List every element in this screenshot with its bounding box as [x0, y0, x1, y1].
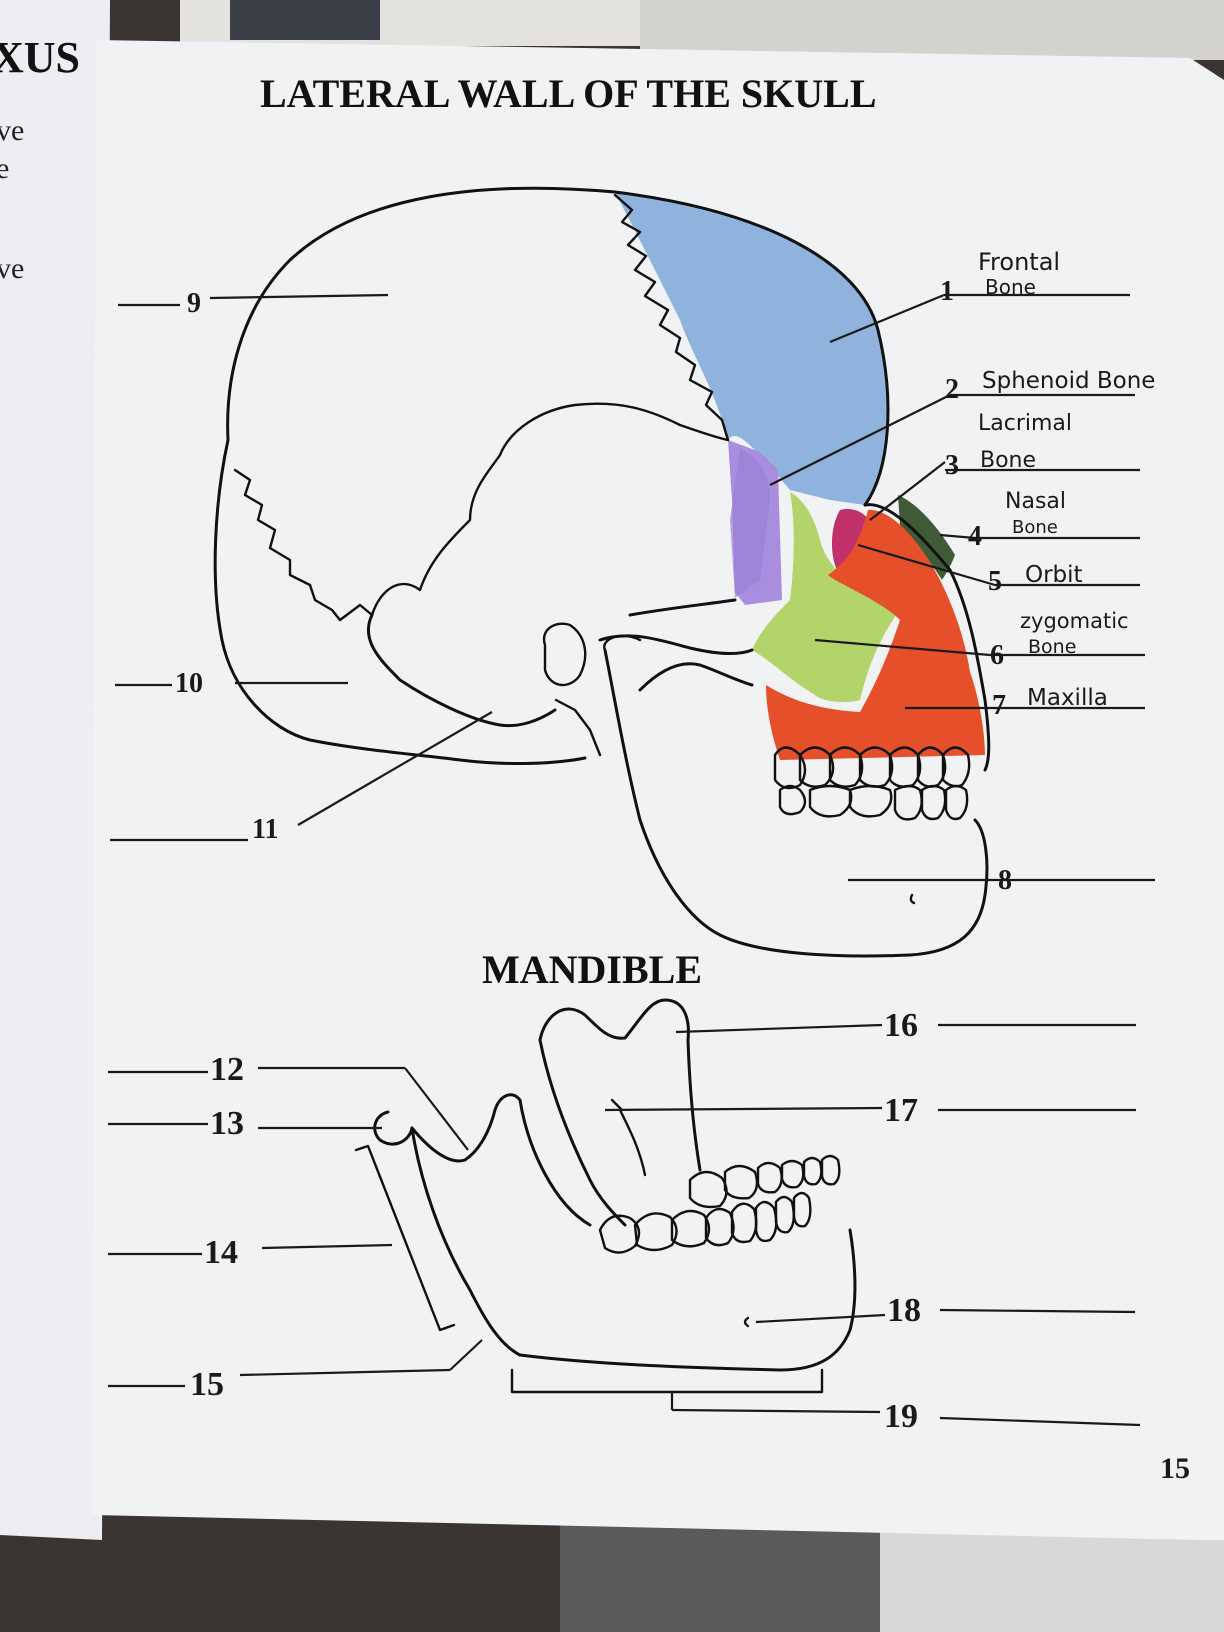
- left-page-title-fragment: XUS: [0, 33, 80, 82]
- answer-3-line1: Lacrimal: [978, 411, 1072, 436]
- left-page: [0, 0, 110, 1540]
- frontal-bone-region: [615, 192, 888, 505]
- arch-lower: [638, 662, 754, 692]
- zygomatic-bone-region: [752, 492, 896, 703]
- mandible-ramus-outline: [373, 1093, 592, 1227]
- label-number-4: 4: [968, 521, 982, 552]
- squamous-suture: [370, 402, 730, 617]
- background-photo: [230, 0, 380, 40]
- label-number-14: 14: [204, 1234, 238, 1271]
- skull-leader-lines: [110, 293, 1155, 882]
- face-outline: [863, 503, 991, 772]
- label-number-15: 15: [190, 1366, 224, 1403]
- answer-6-line1: zygomatic: [1020, 609, 1129, 633]
- styloid-process: [554, 698, 602, 757]
- lambdoid-suture: [233, 468, 374, 622]
- label-number-9: 9: [187, 288, 201, 319]
- condyle: [603, 634, 642, 652]
- cranium-outline: [213, 186, 617, 766]
- coronal-suture: [613, 193, 730, 442]
- mental-foramen: [743, 1316, 750, 1328]
- answer-4-line1: Nasal: [1005, 489, 1066, 514]
- zygomatic-arch-top: [628, 598, 737, 617]
- left-page-text-fragment: ve: [0, 252, 24, 285]
- background-paper-top: [640, 0, 1224, 60]
- skull-drawing: [213, 186, 991, 958]
- label-number-13: 13: [210, 1105, 244, 1142]
- page-title: LATERAL WALL OF THE SKULL: [260, 71, 877, 116]
- answer-1-line1: Frontal: [978, 248, 1060, 276]
- label-number-17: 17: [884, 1092, 918, 1129]
- mandible-leader-lines: [108, 1023, 1141, 1427]
- answer-1-line2: Bone: [985, 275, 1036, 299]
- coronoid-process: [538, 998, 702, 1172]
- answer-4-line2: Bone: [1012, 517, 1058, 538]
- label-number-8: 8: [998, 865, 1012, 896]
- mandible-drawing: [354, 998, 857, 1394]
- label-number-16: 16: [884, 1007, 918, 1044]
- label-number-2: 2: [945, 374, 959, 405]
- answer-5-line1: Orbit: [1025, 562, 1083, 588]
- label-number-6: 6: [990, 640, 1004, 671]
- skull-mandible-outline: [603, 648, 989, 958]
- mandibular-foramen-line: [618, 1108, 647, 1177]
- external-acoustic-meatus: [542, 622, 587, 687]
- bracket-14: [354, 1144, 456, 1332]
- left-page-text-fragment: ve: [0, 114, 24, 147]
- mandible-posterior-border: [410, 1126, 522, 1357]
- sphenoid-shadow: [730, 448, 770, 598]
- label-number-7: 7: [992, 690, 1006, 721]
- upper-teeth: [773, 746, 971, 821]
- frontal-outline: [613, 190, 890, 507]
- label-number-3: 3: [945, 450, 959, 481]
- temporal-lower: [366, 613, 557, 728]
- mental-foramen-skull: [909, 893, 916, 905]
- answer-3-line2: Bone: [980, 448, 1036, 473]
- label-number-11: 11: [252, 814, 278, 845]
- label-number-10: 10: [175, 668, 203, 699]
- page-number: 15: [1160, 1452, 1190, 1485]
- maxilla-region: [766, 509, 985, 760]
- ramus-inner: [538, 1038, 627, 1227]
- lower-teeth: [598, 1154, 841, 1254]
- mandibular-foramen: [610, 1098, 624, 1112]
- mandible-heading: MANDIBLE: [482, 947, 702, 992]
- label-number-19: 19: [884, 1398, 918, 1435]
- mandible-body-lower: [518, 1228, 857, 1372]
- left-page-text-fragment: e: [0, 152, 9, 185]
- answer-7-line1: Maxilla: [1027, 685, 1108, 711]
- bracket-19: [510, 1368, 824, 1394]
- label-number-5: 5: [988, 566, 1002, 597]
- answer-2-line1: Sphenoid Bone: [982, 368, 1155, 394]
- label-number-18: 18: [887, 1292, 921, 1329]
- answer-6-line2: Bone: [1028, 636, 1076, 658]
- label-number-1: 1: [940, 276, 954, 307]
- label-number-12: 12: [210, 1051, 244, 1088]
